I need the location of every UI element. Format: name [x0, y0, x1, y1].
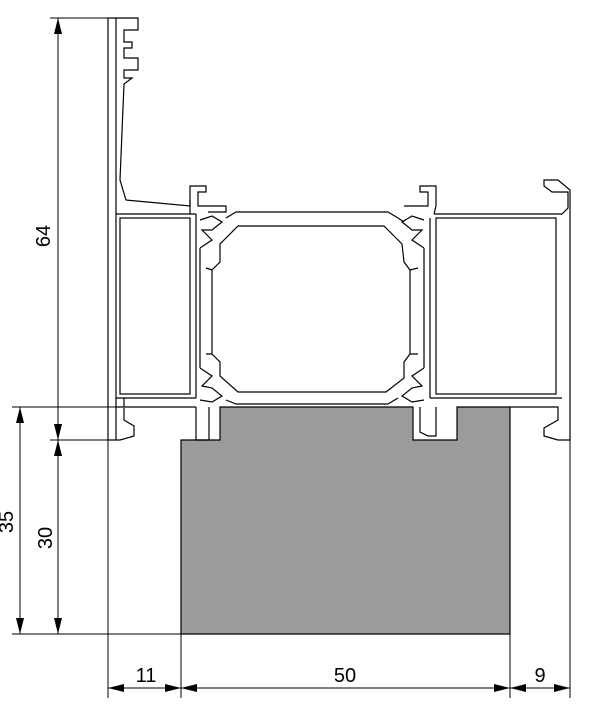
left-wall-outline	[107, 17, 227, 440]
dim-label-64: 64	[33, 225, 55, 247]
right-bottom-outline	[510, 406, 570, 441]
left-chamber	[119, 217, 191, 395]
dimension-30: 30	[35, 439, 108, 634]
dimension-horizontal: 11 50 9	[107, 440, 571, 698]
right-chamber	[435, 217, 557, 395]
center-chamber	[211, 225, 411, 393]
dim-label-9: 9	[534, 665, 545, 687]
dim-label-30: 30	[35, 527, 57, 549]
dimension-64: 64	[33, 17, 108, 440]
dim-label-35: 35	[0, 511, 18, 533]
dim-label-50: 50	[334, 665, 356, 687]
frame-profile	[107, 17, 571, 441]
dimension-35: 35	[0, 406, 181, 635]
dim-label-11: 11	[136, 665, 157, 687]
grey-insert-block	[180, 406, 511, 635]
left-bottom-outline	[108, 408, 135, 441]
